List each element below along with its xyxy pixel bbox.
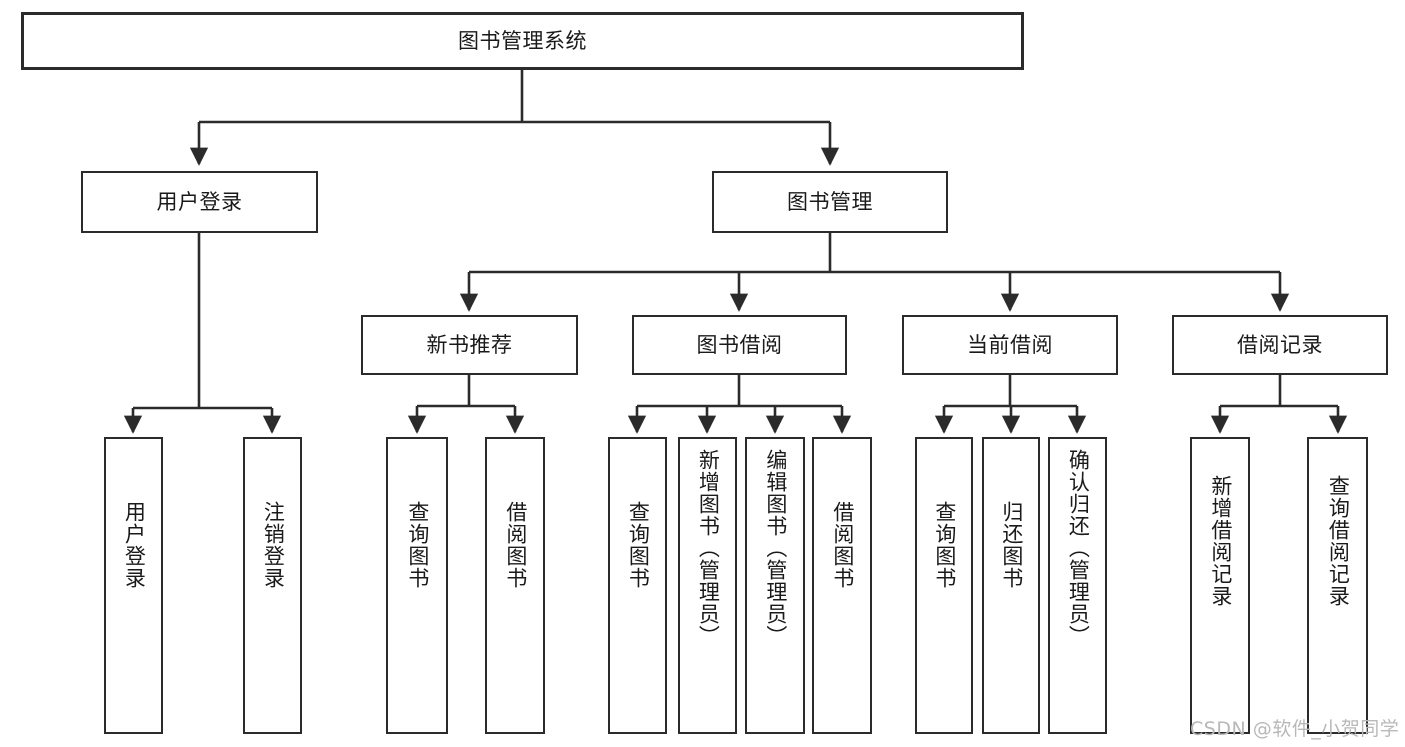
node-book-management[interactable]: 图书管理 bbox=[712, 171, 948, 233]
node-leaf-recommend-borrow-book[interactable]: 借阅图书 bbox=[485, 437, 545, 734]
node-label: 新书推荐 bbox=[426, 332, 513, 357]
node-leaf-user-login-login[interactable]: 用户登录 bbox=[104, 437, 163, 734]
node-label: 归还图书 bbox=[999, 501, 1024, 589]
node-leaf-borrow-borrow-book[interactable]: 借阅图书 bbox=[812, 437, 872, 734]
node-label: 用户登录 bbox=[156, 189, 243, 214]
node-label: 新增借阅记录 bbox=[1208, 475, 1233, 607]
node-label: 编辑图书（管理员） bbox=[763, 449, 788, 647]
node-label: 查询图书 bbox=[626, 501, 651, 589]
node-label: 图书管理 bbox=[787, 189, 873, 214]
node-root-system[interactable]: 图书管理系统 bbox=[21, 12, 1024, 70]
node-label: 新增图书（管理员） bbox=[696, 449, 721, 647]
watermark-text: CSDN @软件_小贺同学 bbox=[1190, 718, 1400, 740]
node-label: 查询图书 bbox=[405, 501, 430, 589]
node-leaf-current-confirm-return-admin[interactable]: 确认归还（管理员） bbox=[1048, 437, 1107, 734]
node-leaf-current-return-book[interactable]: 归还图书 bbox=[982, 437, 1040, 734]
node-leaf-current-query-book[interactable]: 查询图书 bbox=[915, 437, 973, 734]
node-leaf-borrow-add-book-admin[interactable]: 新增图书（管理员） bbox=[678, 437, 737, 734]
node-leaf-user-login-logout[interactable]: 注销登录 bbox=[243, 437, 302, 734]
node-leaf-recommend-query-book[interactable]: 查询图书 bbox=[386, 437, 448, 734]
node-label: 图书借阅 bbox=[696, 332, 783, 357]
node-leaf-borrow-query-book[interactable]: 查询图书 bbox=[608, 437, 667, 734]
node-leaf-record-query-record[interactable]: 查询借阅记录 bbox=[1307, 437, 1368, 734]
node-label: 查询借阅记录 bbox=[1326, 475, 1351, 607]
node-label: 用户登录 bbox=[122, 501, 147, 589]
node-label: 图书管理系统 bbox=[458, 28, 587, 53]
node-book-borrow[interactable]: 图书借阅 bbox=[632, 315, 847, 375]
node-label: 借阅记录 bbox=[1237, 332, 1323, 357]
node-new-book-recommend[interactable]: 新书推荐 bbox=[361, 315, 578, 375]
node-label: 借阅图书 bbox=[830, 501, 855, 589]
node-label: 确认归还（管理员） bbox=[1066, 449, 1091, 647]
node-label: 查询图书 bbox=[932, 501, 957, 589]
node-leaf-borrow-edit-book-admin[interactable]: 编辑图书（管理员） bbox=[745, 437, 805, 734]
node-label: 注销登录 bbox=[261, 501, 286, 589]
node-user-login[interactable]: 用户登录 bbox=[81, 171, 318, 233]
node-borrow-record[interactable]: 借阅记录 bbox=[1172, 315, 1388, 375]
node-label: 当前借阅 bbox=[967, 332, 1053, 357]
node-label: 借阅图书 bbox=[503, 501, 528, 589]
node-leaf-record-add-record[interactable]: 新增借阅记录 bbox=[1190, 437, 1250, 734]
node-current-borrow[interactable]: 当前借阅 bbox=[902, 315, 1118, 375]
